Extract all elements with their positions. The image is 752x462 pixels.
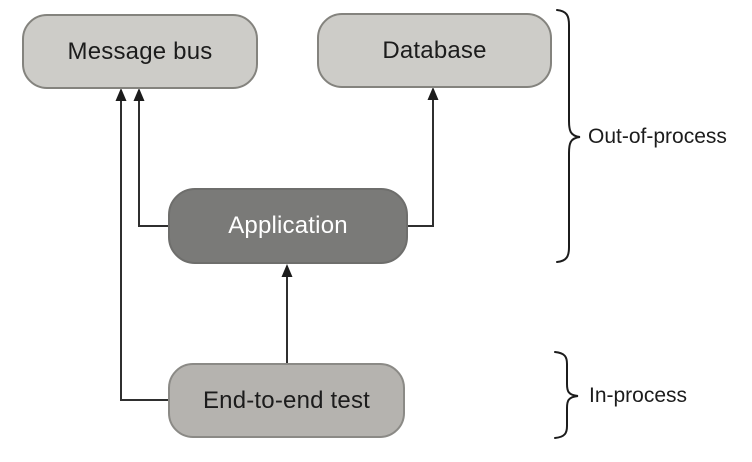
node-end-to-end-test-label: End-to-end test [202,386,371,414]
node-database: Database [317,13,552,88]
group-label-in-process: In-process [589,384,688,407]
node-end-to-end-test: End-to-end test [168,363,405,438]
brace-out-of-process [556,9,581,263]
arrowhead-application-to-database [427,87,439,100]
node-message-bus-label: Message bus [67,37,213,65]
arrowhead-e2e-to-message-bus [115,88,127,101]
node-application: Application [168,188,408,264]
brace-in-process [554,351,579,439]
edge-application-to-database [408,94,434,227]
arrowhead-e2e-to-application [281,264,293,277]
edge-application-to-message-bus [138,95,168,227]
node-database-label: Database [382,36,487,64]
node-application-label: Application [228,212,348,239]
node-message-bus: Message bus [22,14,258,89]
edge-e2e-to-message-bus [120,95,168,401]
group-label-out-of-process: Out-of-process [588,125,727,148]
arrowhead-application-to-message-bus [133,88,145,101]
